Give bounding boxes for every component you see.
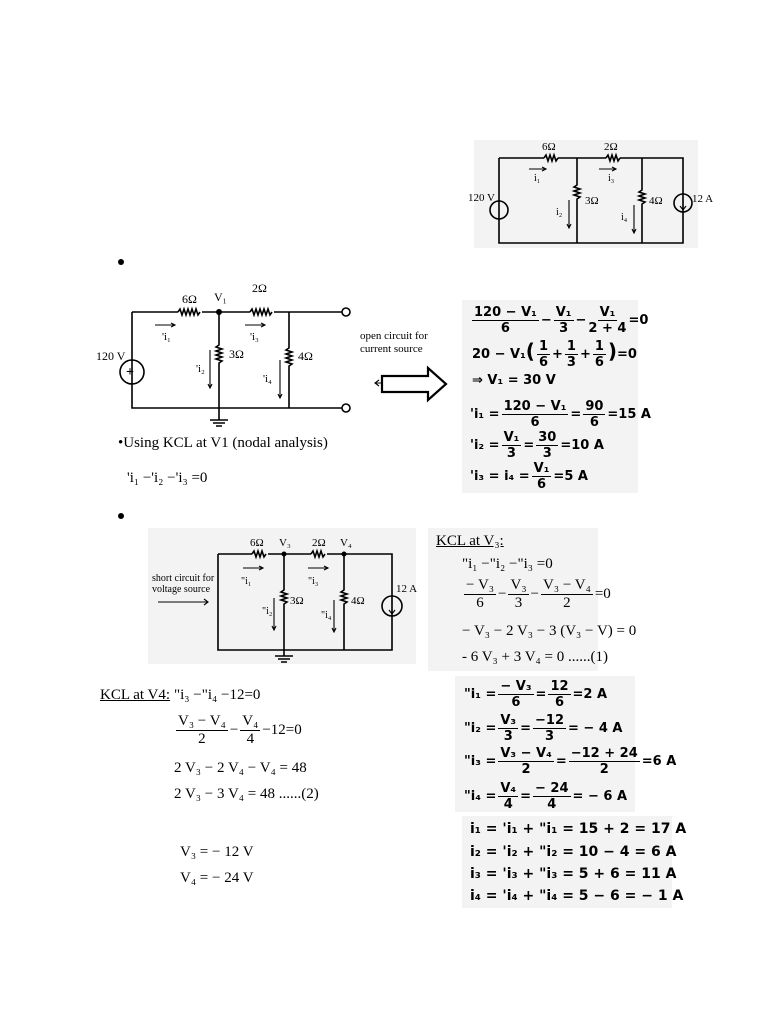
kcl-v1-heading: •Using KCL at V1 (nodal analysis) xyxy=(118,435,328,451)
orig-i3-label: i₃ xyxy=(608,173,614,184)
kcl-v3-eq4: - 6 V₃ + 3 V₄ = 0 ......(1) xyxy=(462,649,608,665)
circuit-a-diagram: + 6Ω V₁ 2Ω 3Ω 4Ω 120 V 'i₁ 'i₂ 'i₃ 'i₄ xyxy=(96,281,430,427)
kcl-v4-eq4: 2 V₃ − 3 V₄ = 48 ......(2) xyxy=(174,786,319,802)
circa-note: open circuit for current source xyxy=(360,330,428,355)
orig-i4-label: i₄ xyxy=(621,212,628,223)
circa-i3-label: 'i₃ xyxy=(250,331,259,343)
total-i2: i₂ = 'i₂ + "i₂ = 10 − 4 = 6 A xyxy=(470,844,677,860)
circb-node4-label: V₄ xyxy=(340,537,352,549)
solution-b-panel xyxy=(455,676,635,812)
circb-note: short circuit for voltage source xyxy=(152,573,215,595)
kcl-v4-heading: KCL at V4: xyxy=(100,687,170,703)
circa-r1-label: 6Ω xyxy=(182,292,197,306)
circb-r3-label: 3Ω xyxy=(290,595,304,607)
circb-node3-label: V₃ xyxy=(279,537,291,549)
circb-i2-label: "i₂ xyxy=(262,606,272,617)
circa-i1-label: 'i₁ xyxy=(162,331,171,343)
orig-r2-label: 2Ω xyxy=(604,141,618,153)
original-circuit-diagram: 6Ω 2Ω 3Ω 4Ω 120 V 12 A i₁ i₂ i₃ i₄ xyxy=(468,141,713,244)
kcl-v1-equation: 'i₁ −'i₂ −'i₃ =0 xyxy=(127,470,208,486)
circa-r3-label: 3Ω xyxy=(229,347,244,361)
total-i4: i₄ = 'i₄ + "i₄ = 5 − 6 = − 1 A xyxy=(470,888,684,904)
bullet-2 xyxy=(118,513,124,519)
kcl-v4-eq3: 2 V₃ − 2 V₄ − V₄ = 48 xyxy=(174,760,307,776)
circuit-b-diagram: 6Ω V₃ 2Ω V₄ 3Ω 4Ω 12 A "i₁ "i₂ "i₃ "i₄ xyxy=(158,537,417,663)
kcl-v3-panel xyxy=(428,528,598,671)
circb-r1-label: 6Ω xyxy=(250,537,264,549)
orig-r1-label: 6Ω xyxy=(542,141,556,153)
orig-isrc-label: 12 A xyxy=(692,193,713,205)
total-i1: i₁ = 'i₁ + "i₁ = 15 + 2 = 17 A xyxy=(470,821,687,837)
circb-r2-label: 2Ω xyxy=(312,537,326,549)
circa-vsrc-label: 120 V xyxy=(96,349,126,363)
kcl-v4-sol2: V₄ = − 24 V xyxy=(180,870,254,886)
orig-i1-label: i₁ xyxy=(534,173,540,184)
kcl-v4-sol1: V₃ = − 12 V xyxy=(180,844,254,860)
circa-i2-label: 'i₂ xyxy=(196,363,205,375)
solution-a-panel xyxy=(462,300,638,493)
circb-i1-label: "i₁ xyxy=(241,576,251,587)
sol-a-eq3: ⇒ V₁ = 30 V xyxy=(472,373,556,388)
kcl-v3-eq1: "i₁ −"i₂ −"i₃ =0 xyxy=(462,556,553,572)
circb-i3-label: "i₃ xyxy=(308,576,318,587)
totals-panel xyxy=(462,816,672,908)
right-arrow-icon xyxy=(380,365,448,403)
circb-isrc-label: 12 A xyxy=(396,583,417,595)
svg-text:+: + xyxy=(126,365,134,380)
circa-r2-label: 2Ω xyxy=(252,281,267,295)
circa-i4-label: 'i₄ xyxy=(263,373,272,385)
kcl-v4-eq1: "i₃ −"i₄ −12=0 xyxy=(174,687,261,703)
bullet-1 xyxy=(118,259,124,265)
orig-r4-label: 4Ω xyxy=(649,195,663,207)
kcl-v3-heading: KCL at V₃: xyxy=(436,533,504,549)
circa-r4-label: 4Ω xyxy=(298,349,313,363)
circb-r4-label: 4Ω xyxy=(351,595,365,607)
kcl-v3-eq3: − V₃ − 2 V₃ − 3 (V₃ − V) = 0 xyxy=(462,623,637,639)
circa-node-label: V₁ xyxy=(214,290,227,304)
orig-vsrc-label: 120 V xyxy=(468,192,495,204)
circb-i4-label: "i₄ xyxy=(321,610,332,621)
total-i3: i₃ = 'i₃ + "i₃ = 5 + 6 = 11 A xyxy=(470,866,677,882)
orig-r3-label: 3Ω xyxy=(585,195,599,207)
orig-i2-label: i₂ xyxy=(556,207,562,218)
